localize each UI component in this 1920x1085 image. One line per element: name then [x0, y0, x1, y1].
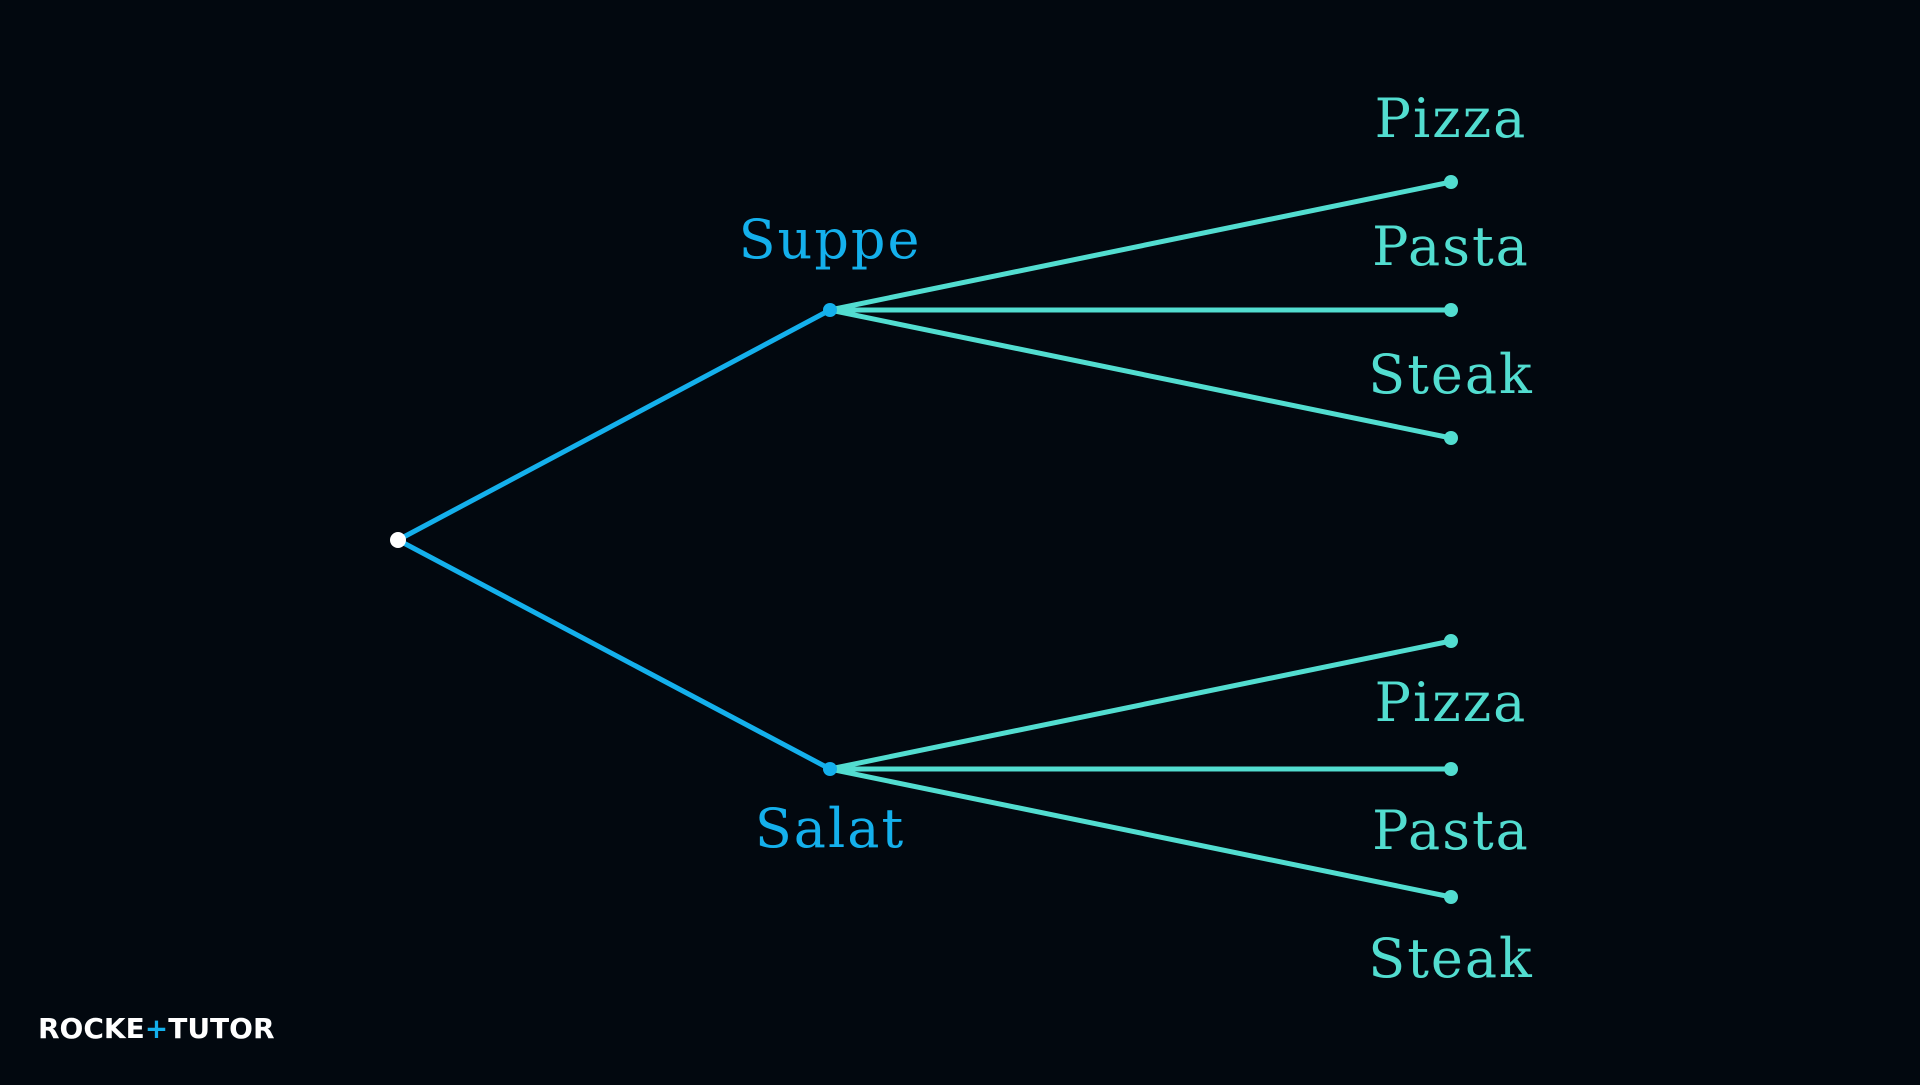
leaf-node-suppe-steak	[1444, 431, 1458, 445]
leaf-node-suppe-pizza	[1444, 175, 1458, 189]
rocket-tutor-logo: ROCKE+TUTOR	[38, 1012, 275, 1045]
tree-nodes	[390, 175, 1458, 904]
node-salat	[823, 762, 837, 776]
leaf-label-salat-steak: Steak	[1368, 927, 1534, 990]
edge-suppe-to-pizza	[827, 179, 1454, 313]
node-suppe	[823, 303, 837, 317]
leaf-node-suppe-pasta	[1444, 303, 1458, 317]
tree-edges	[395, 179, 1454, 900]
leaf-node-salat-steak	[1444, 890, 1458, 904]
leaf-label-suppe-pizza: Pizza	[1375, 87, 1528, 150]
leaf-node-salat-pizza	[1444, 634, 1458, 648]
root-node	[390, 532, 406, 548]
edge-root-to-salat	[395, 537, 833, 772]
svg-text:ROCKE+TUTOR: ROCKE+TUTOR	[38, 1012, 275, 1045]
edge-suppe-to-steak	[827, 307, 1454, 441]
node-label-suppe: Suppe	[739, 208, 922, 271]
leaf-node-salat-pasta	[1444, 762, 1458, 776]
leaf-label-suppe-pasta: Pasta	[1372, 215, 1530, 278]
leaf-label-salat-pizza: Pizza	[1375, 671, 1528, 734]
logo-text-r: R	[253, 1012, 275, 1045]
leaf-label-salat-pasta: Pasta	[1372, 799, 1530, 862]
logo-plus-icon: +	[145, 1012, 168, 1045]
node-label-salat: Salat	[755, 797, 905, 860]
edge-salat-to-steak	[827, 766, 1454, 900]
logo-text-rocke: ROCKE	[38, 1012, 145, 1045]
leaf-label-suppe-steak: Steak	[1368, 343, 1534, 406]
edge-salat-to-pizza	[827, 638, 1454, 772]
logo-text-tuto: TUTO	[168, 1012, 253, 1045]
edge-root-to-suppe	[395, 307, 833, 543]
